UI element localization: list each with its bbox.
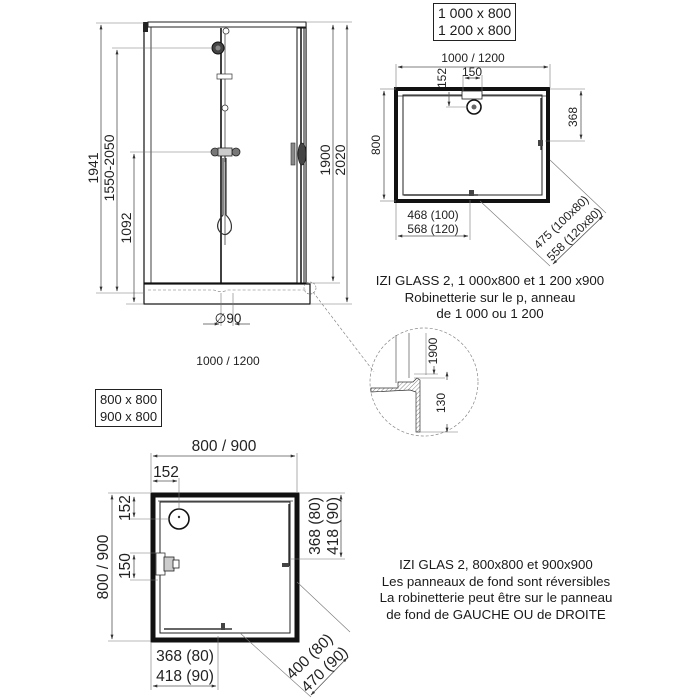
dim-drain-diameter: ∅90 (215, 311, 242, 326)
tray-detail-view: 1900 130 (369, 327, 479, 437)
dim-rect-mixer-spacing: 150 (462, 65, 482, 79)
dim-square-entry-width-1: 368 (80) (156, 648, 214, 665)
rect-caption-line-3: de 1 000 ou 1 200 (436, 306, 544, 321)
dim-rect-mixer-offset: 152 (435, 68, 449, 88)
dim-total-height: 1941 (85, 152, 101, 183)
detail-callout-leader (312, 291, 375, 373)
rect-size-box: 1 000 x 800 1 200 x 800 (433, 3, 517, 41)
dim-rect-depth: 800 (369, 135, 383, 155)
dim-square-door-offset-1: 368 (80) (307, 497, 324, 555)
dim-detail-height: 1900 (426, 337, 440, 364)
square-plan-frame (150, 492, 300, 643)
dim-rect-entry-width-2: 568 (120) (407, 222, 458, 236)
dim-mixer-height: 1092 (118, 212, 134, 243)
rect-caption-line-1: IZI GLASS 2, 1 000x800 et 1 200 x900 (375, 273, 605, 288)
shower-tray (143, 283, 311, 305)
top-left-cap (143, 22, 148, 32)
square-caption: IZI GLAS 2, 800x800 et 900x900 Les panne… (355, 557, 637, 623)
shower-hose (217, 158, 233, 236)
dim-rect-door-offset: 368 (566, 107, 580, 127)
dim-rect-entry-width-1: 468 (100) (407, 208, 458, 222)
rect-size-1: 1 000 x 800 (438, 5, 512, 21)
square-caption-line-2: Les panneaux de fond sont réversibles (381, 573, 611, 589)
rect-plan-frame (394, 87, 550, 203)
dim-overall-height: 2020 (332, 144, 348, 175)
square-size-2: 900 x 800 (100, 409, 158, 424)
dim-square-entry-width-2: 418 (90) (156, 668, 214, 685)
dim-square-width: 800 / 900 (192, 438, 257, 455)
door-handle-icon (290, 142, 296, 166)
square-size-box: 800 x 800 900 x 800 (95, 389, 163, 427)
square-caption-line-1: IZI GLAS 2, 800x800 et 900x900 (399, 557, 593, 572)
dim-elevation-width: 1000 / 1200 (196, 354, 260, 368)
tray-profile-section (370, 377, 421, 433)
square-caption-line-3: La robinetterie peut être sur le panneau (379, 590, 613, 605)
square-caption-line-4: de fond de GAUCHE OU de DROITE (386, 606, 606, 622)
square-mixer-icon (163, 556, 175, 572)
plan-rectangular-view: 1000 / 1200 150 152 800 368 468 (100) 56… (369, 51, 607, 267)
dim-shower-head-height: 1550-2050 (101, 134, 117, 201)
dim-detail-tray-height: 130 (434, 393, 448, 413)
square-drain-icon (168, 508, 190, 530)
dim-square-door-offset-2: 418 (90) (325, 497, 342, 555)
dim-square-drain-offset-x: 152 (153, 464, 179, 481)
rect-caption: IZI GLASS 2, 1 000x800 et 1 200 x900 Rob… (360, 273, 620, 323)
plan-square-view: 800 / 900 152 152 150 800 / 900 368 (80)… (95, 438, 352, 698)
rect-size-2: 1 200 x 800 (438, 22, 512, 38)
dim-square-depth: 800 / 900 (95, 534, 112, 599)
dim-square-drain-offset-y: 152 (117, 495, 134, 521)
rect-caption-line-2: Robinetterie sur le p, anneau (404, 289, 576, 305)
square-size-1: 800 x 800 (100, 392, 158, 407)
dim-rect-width: 1000 / 1200 (441, 51, 505, 65)
dim-door-height: 1900 (317, 144, 333, 175)
elevation-view: 1941 1550-2050 1092 1900 2020 ∅90 1000 /… (85, 21, 375, 373)
dim-square-mixer-spacing: 150 (117, 553, 134, 579)
